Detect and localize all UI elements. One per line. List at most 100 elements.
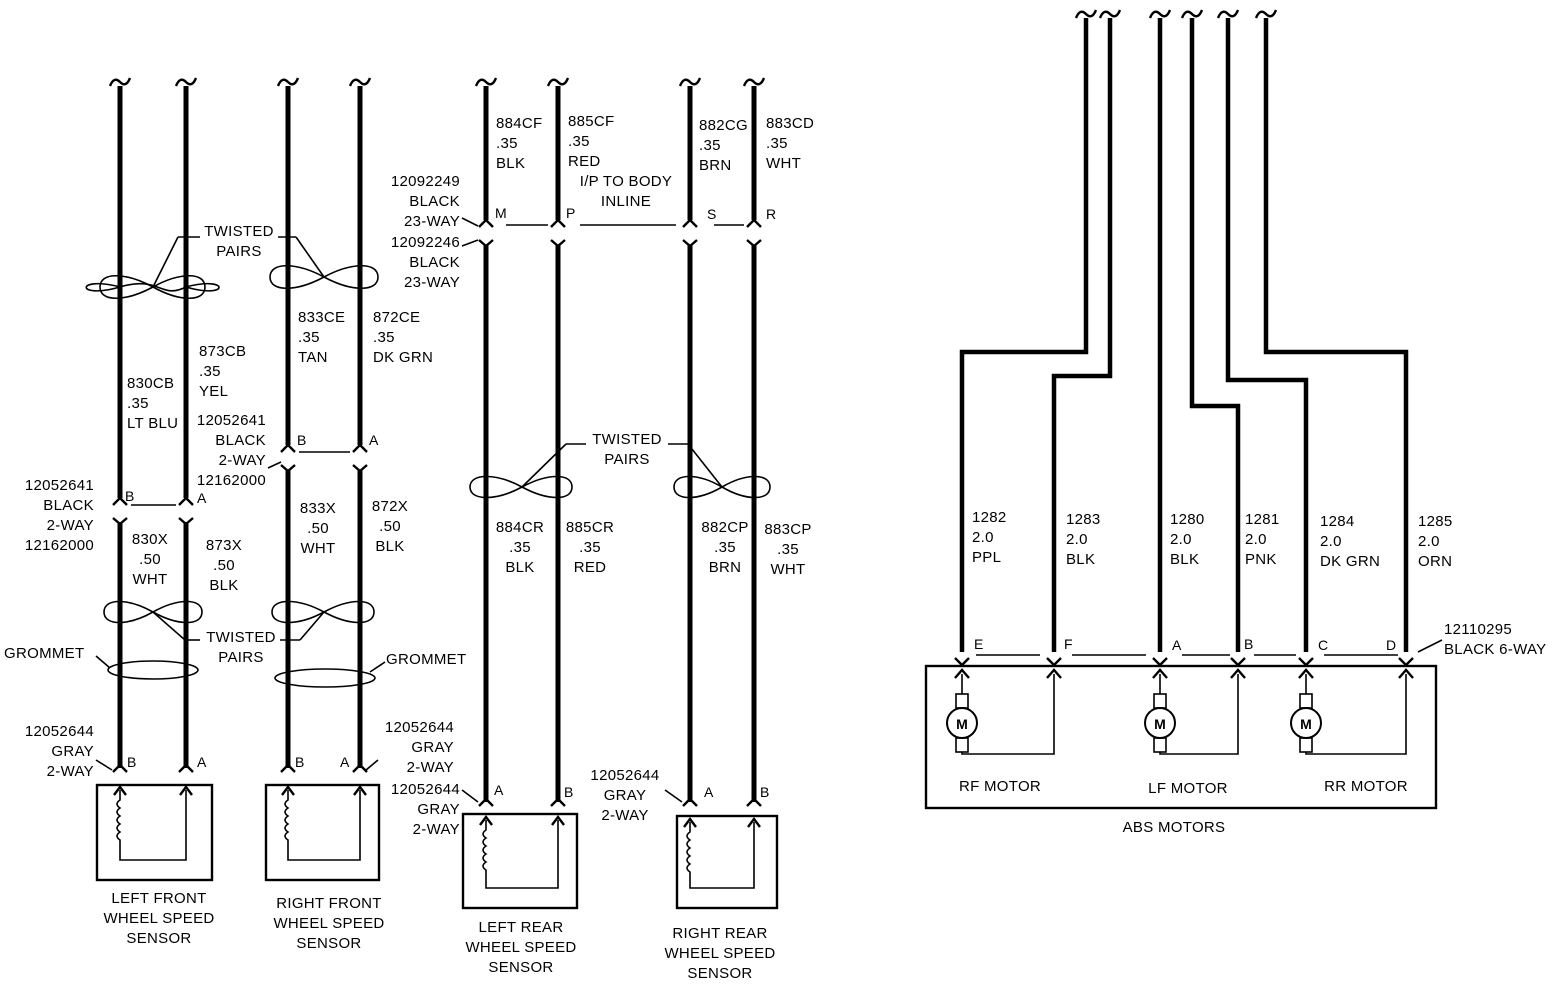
wire-break-symbol	[1180, 9, 1204, 19]
pin-label: B	[295, 754, 305, 770]
leader-line	[521, 443, 567, 488]
twisted-pair-symbol	[469, 475, 573, 499]
leader-line	[152, 611, 186, 641]
twisted-pair-symbol	[271, 600, 375, 624]
connector-arrow	[280, 443, 296, 453]
wire-break-symbol	[1074, 9, 1098, 19]
sensor-housing	[675, 814, 779, 910]
wire-break-symbol	[276, 77, 300, 87]
sensor-pin-arrow	[551, 815, 565, 826]
leader-line	[687, 443, 723, 488]
rf-sensor-circuit	[264, 77, 386, 882]
twisted-pair-symbol	[269, 265, 379, 289]
wire-break-symbol	[1254, 9, 1278, 19]
wire-break-symbol	[108, 77, 132, 87]
pin-label: B	[127, 754, 137, 770]
motor-label-rr: RR MOTOR	[1324, 778, 1408, 795]
pin-label: B	[297, 432, 307, 448]
leader-line	[95, 759, 113, 771]
pin-label: A	[340, 754, 350, 770]
sensor-pin-arrow	[113, 785, 127, 796]
pin-label: D	[1386, 637, 1397, 653]
connector-arrow	[550, 797, 566, 807]
twisted-pair-symbol	[85, 282, 220, 292]
sensor-pin-arrow	[353, 785, 367, 796]
twisted-pair-symbol	[99, 275, 206, 299]
lf-sensor-circuit	[85, 77, 220, 882]
wire-1281	[1189, 18, 1241, 652]
abs-motor-internal-wiring	[954, 668, 1414, 755]
motor-label-rf: RF MOTOR	[958, 778, 1042, 795]
twisted-pair-symbol	[103, 600, 203, 624]
wire-break-symbol	[1098, 9, 1122, 19]
sensor-pin-arrow	[683, 817, 697, 828]
wire-1284	[1225, 18, 1309, 652]
pin-label: A	[1172, 637, 1182, 653]
leader-line	[267, 461, 282, 469]
sensor-coil-symbol	[116, 790, 187, 861]
grommet-label: GROMMET	[4, 645, 85, 662]
pin-label: A	[197, 754, 207, 770]
leader-line	[152, 236, 179, 288]
sensor-coil-symbol	[686, 822, 755, 889]
connector-arrow	[550, 218, 566, 228]
pin-label: B	[125, 488, 135, 504]
sensor-housing	[461, 812, 579, 910]
connector-arrow	[112, 496, 128, 506]
pin-label: S	[707, 206, 717, 222]
rr-motor-symbol: M	[1290, 693, 1322, 753]
connector-arrow	[352, 763, 368, 773]
connector-arrow	[682, 797, 698, 807]
motor-label-lf: LF MOTOR	[1148, 780, 1228, 797]
connector-arrow	[280, 763, 296, 773]
wire-break-symbol	[678, 77, 702, 87]
wire-break-symbol	[474, 77, 498, 87]
rr-sensor-circuit	[664, 77, 779, 910]
leader-line	[461, 217, 479, 227]
pin-label: B	[564, 784, 574, 800]
connector-arrow	[478, 218, 494, 228]
wire-break-symbol	[1148, 9, 1172, 19]
leader-line	[95, 655, 111, 669]
connector-arrow	[746, 797, 762, 807]
sensor-pin-arrow	[281, 785, 295, 796]
pin-label: F	[1064, 636, 1073, 652]
lr-sensor-circuit	[461, 77, 676, 910]
connector-arrow	[682, 218, 698, 228]
sensor-housing	[95, 783, 214, 882]
grommet-symbol	[274, 668, 376, 688]
motor-symbol-label: M	[956, 716, 968, 732]
leader-line	[369, 661, 386, 673]
pin-label: P	[566, 205, 576, 221]
wire-break-symbol	[546, 77, 570, 87]
sensor-pin-arrow	[747, 817, 761, 828]
abs-motor-unit-housing	[924, 664, 1438, 810]
wire-break-symbol	[174, 77, 198, 87]
connector-arrow	[112, 763, 128, 773]
sensor-pin-arrow	[179, 785, 193, 796]
abs-motor-circuit: M M M	[924, 9, 1443, 810]
